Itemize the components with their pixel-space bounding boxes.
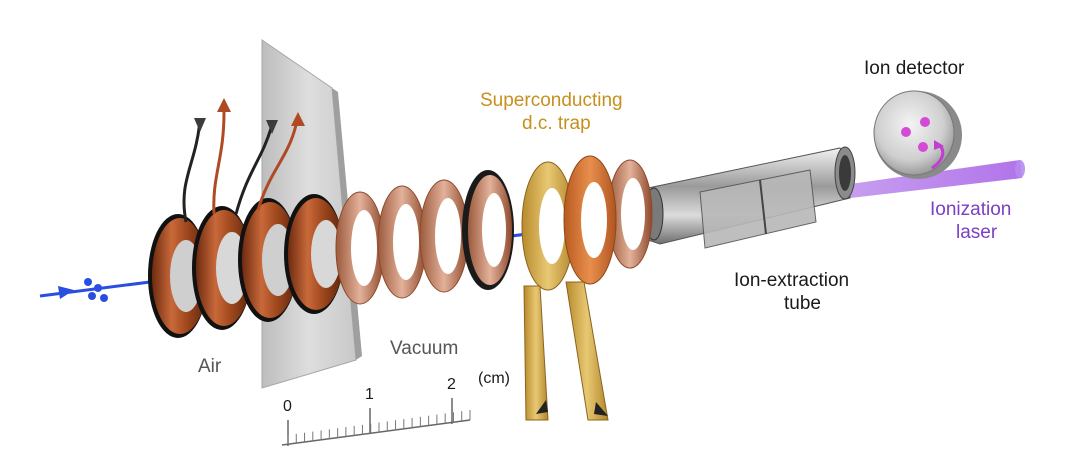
trap-label-line1: Superconducting	[480, 90, 623, 111]
ruler-tick-label-1: 1	[365, 386, 374, 403]
current-arrow-out	[217, 98, 231, 112]
detected-ion-dot	[920, 117, 930, 127]
current-arrow-out	[291, 112, 305, 126]
current-arrow-in	[194, 118, 206, 132]
ruler-tick-label-2: 2	[447, 376, 456, 393]
detected-ion-dot	[901, 127, 911, 137]
laser-label-line2: laser	[956, 222, 998, 243]
ion-detector-label: Ion detector	[864, 58, 965, 79]
air-side-coils	[148, 194, 344, 338]
ion-extraction-tube	[644, 146, 856, 249]
current-arrow-in	[266, 120, 278, 134]
ruler-unit-label: (cm)	[478, 370, 510, 387]
tube-label-line1: Ion-extraction	[734, 270, 850, 291]
tube-label-line2: tube	[784, 293, 821, 314]
trap-lead-orange	[565, 281, 609, 421]
ruler-tick-label-0: 0	[283, 398, 292, 415]
air-label: Air	[198, 356, 222, 377]
detected-ion-dot	[918, 142, 928, 152]
superconducting-trap	[521, 155, 617, 421]
coil-lead-wires	[182, 111, 298, 223]
trap-label-line2: d.c. trap	[522, 113, 591, 134]
trap-lead-gold	[523, 285, 549, 421]
vacuum-side-coils	[335, 159, 653, 305]
incoming-ions	[84, 278, 108, 302]
vacuum-label: Vacuum	[390, 338, 459, 359]
length-scale-ruler	[281, 398, 471, 446]
laser-label-line1: Ionization	[930, 199, 1012, 220]
laser-end-cap	[1015, 160, 1025, 178]
ion-detector	[873, 90, 962, 179]
ion-beam-arrowhead	[58, 286, 74, 299]
